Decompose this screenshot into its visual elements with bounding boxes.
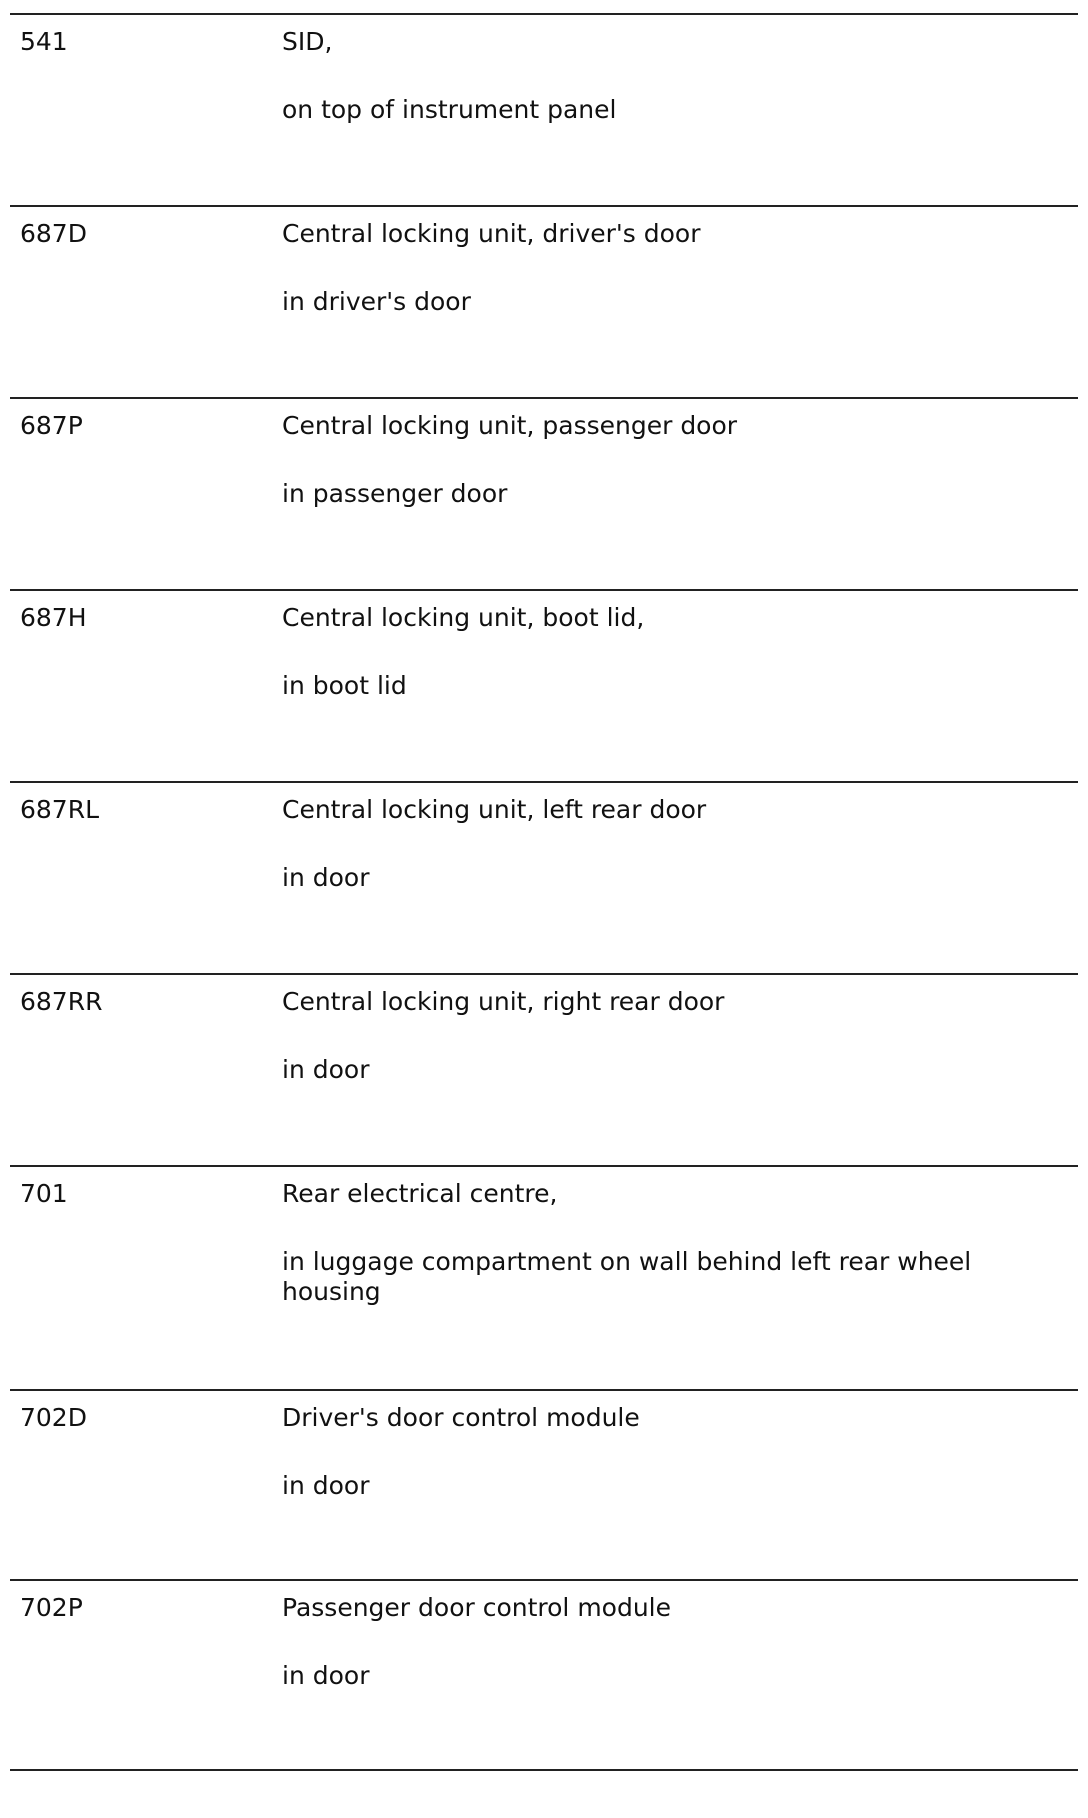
table-row: 541 SID, on top of instrument panel [10, 13, 1078, 205]
component-title: Passenger door control module [282, 1593, 672, 1622]
component-location: in driver's door [282, 287, 471, 316]
table-row: 702P Passenger door control module in do… [10, 1579, 1078, 1771]
component-location: in door [282, 1661, 370, 1690]
component-location: on top of instrument panel [282, 95, 617, 124]
component-title: Driver's door control module [282, 1403, 640, 1432]
component-code: 541 [20, 27, 68, 56]
table-row: 687P Central locking unit, passenger doo… [10, 397, 1078, 589]
component-description: Passenger door control module in door [282, 1593, 1072, 1691]
component-code: 687P [20, 411, 83, 440]
component-title: Central locking unit, passenger door [282, 411, 738, 440]
component-description: Central locking unit, right rear door in… [282, 987, 1072, 1085]
component-title: Central locking unit, right rear door [282, 987, 725, 1016]
component-location: in luggage compartment on wall behind le… [282, 1247, 972, 1306]
component-code: 701 [20, 1179, 68, 1208]
component-code: 702D [20, 1403, 87, 1432]
component-description: Central locking unit, passenger door in … [282, 411, 1072, 509]
component-title: Central locking unit, boot lid, [282, 603, 645, 632]
component-location: in passenger door [282, 479, 508, 508]
component-code: 702P [20, 1593, 83, 1622]
table-row: 687D Central locking unit, driver's door… [10, 205, 1078, 397]
table-row: 687RR Central locking unit, right rear d… [10, 973, 1078, 1165]
component-code: 687D [20, 219, 87, 248]
component-code: 687H [20, 603, 87, 632]
component-location: in door [282, 1055, 370, 1084]
component-description: Central locking unit, left rear door in … [282, 795, 1072, 893]
table-row: 702D Driver's door control module in doo… [10, 1389, 1078, 1579]
component-code: 687RR [20, 987, 103, 1016]
table-row: 687RL Central locking unit, left rear do… [10, 781, 1078, 973]
component-title: Central locking unit, driver's door [282, 219, 701, 248]
component-location: in door [282, 1471, 370, 1500]
component-title: Rear electrical centre, [282, 1179, 558, 1208]
component-description: SID, on top of instrument panel [282, 27, 1072, 125]
component-description: Driver's door control module in door [282, 1403, 1072, 1501]
component-title: SID, [282, 27, 333, 56]
component-description: Rear electrical centre, in luggage compa… [282, 1179, 1072, 1307]
table-row: 687H Central locking unit, boot lid, in … [10, 589, 1078, 781]
component-location: in door [282, 863, 370, 892]
table-row: 701 Rear electrical centre, in luggage c… [10, 1165, 1078, 1389]
component-description: Central locking unit, boot lid, in boot … [282, 603, 1072, 701]
component-description: Central locking unit, driver's door in d… [282, 219, 1072, 317]
component-code: 687RL [20, 795, 100, 824]
component-title: Central locking unit, left rear door [282, 795, 707, 824]
component-location: in boot lid [282, 671, 407, 700]
component-table: 541 SID, on top of instrument panel 687D… [10, 13, 1078, 1771]
